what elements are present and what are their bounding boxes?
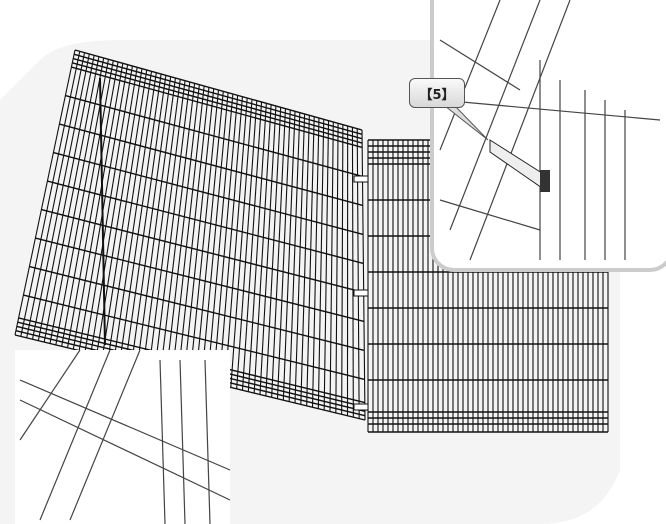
wire <box>107 71 153 358</box>
fence-panel-angled <box>14 49 366 421</box>
wire <box>265 107 282 396</box>
wire <box>317 119 325 409</box>
wire <box>329 121 334 412</box>
wire <box>20 51 81 337</box>
wire <box>271 108 287 398</box>
wire <box>19 379 231 471</box>
wire <box>247 103 267 392</box>
wire <box>49 57 105 344</box>
wire <box>39 349 111 521</box>
wire <box>201 92 229 381</box>
wire <box>351 127 354 418</box>
detail-inset-bottom <box>15 349 231 524</box>
wire <box>136 77 176 365</box>
panel-clips <box>353 175 369 411</box>
wire <box>469 0 571 261</box>
wire <box>131 76 172 364</box>
wire <box>69 349 141 521</box>
wire <box>73 57 363 140</box>
wire <box>41 208 364 294</box>
fence-panel-front <box>367 139 609 433</box>
wire <box>449 0 541 231</box>
wire <box>47 180 364 265</box>
wire <box>306 116 315 406</box>
wire <box>323 120 330 411</box>
wire <box>125 75 167 362</box>
wire <box>26 52 86 338</box>
clamp-bracket <box>489 139 550 192</box>
wire <box>204 359 211 524</box>
wire <box>66 61 119 348</box>
wire <box>311 117 320 408</box>
wire <box>206 93 234 382</box>
wire <box>212 95 239 384</box>
wire <box>53 151 364 236</box>
wire <box>65 94 363 178</box>
wire <box>230 99 253 388</box>
wire <box>276 109 291 399</box>
wire <box>171 85 205 374</box>
wire <box>84 65 133 353</box>
wire <box>195 91 224 379</box>
wire <box>61 60 114 347</box>
wire <box>160 83 196 371</box>
wire <box>439 99 661 121</box>
wire <box>19 349 81 441</box>
wire <box>335 123 339 413</box>
wire <box>159 359 166 524</box>
wire <box>71 66 363 149</box>
wire <box>35 237 365 323</box>
wire <box>189 89 220 378</box>
wire <box>74 49 363 131</box>
wire <box>282 111 296 401</box>
wire <box>119 73 162 361</box>
wire <box>288 112 301 402</box>
wire <box>113 72 157 360</box>
wire <box>294 113 306 404</box>
wire <box>259 105 277 395</box>
wire <box>72 62 363 144</box>
wire <box>90 67 138 354</box>
wire <box>154 81 191 370</box>
wire <box>166 84 200 372</box>
wire <box>37 55 95 341</box>
wire <box>73 53 363 136</box>
wire <box>183 88 215 377</box>
wire <box>439 199 541 231</box>
wire <box>59 123 363 207</box>
wire <box>236 100 258 389</box>
wire <box>23 294 365 381</box>
part-number-callout: 【5】 <box>409 78 465 108</box>
wire <box>177 87 210 375</box>
wire <box>179 359 186 524</box>
wire <box>43 56 100 343</box>
wire <box>101 69 148 357</box>
wire <box>14 49 76 336</box>
detail-inset-top <box>430 0 666 272</box>
wire <box>142 79 181 367</box>
wire <box>72 63 124 350</box>
wire <box>439 39 521 91</box>
wire <box>19 399 231 501</box>
wire <box>241 101 263 391</box>
wire <box>341 124 344 415</box>
callout-pointer <box>444 105 489 141</box>
wire <box>29 265 365 352</box>
wire <box>300 115 310 405</box>
wire <box>99 77 106 346</box>
wire <box>218 96 243 385</box>
wire <box>31 53 90 340</box>
wire <box>253 104 272 394</box>
wire <box>439 0 501 151</box>
wire <box>224 97 248 387</box>
wire <box>148 80 186 368</box>
